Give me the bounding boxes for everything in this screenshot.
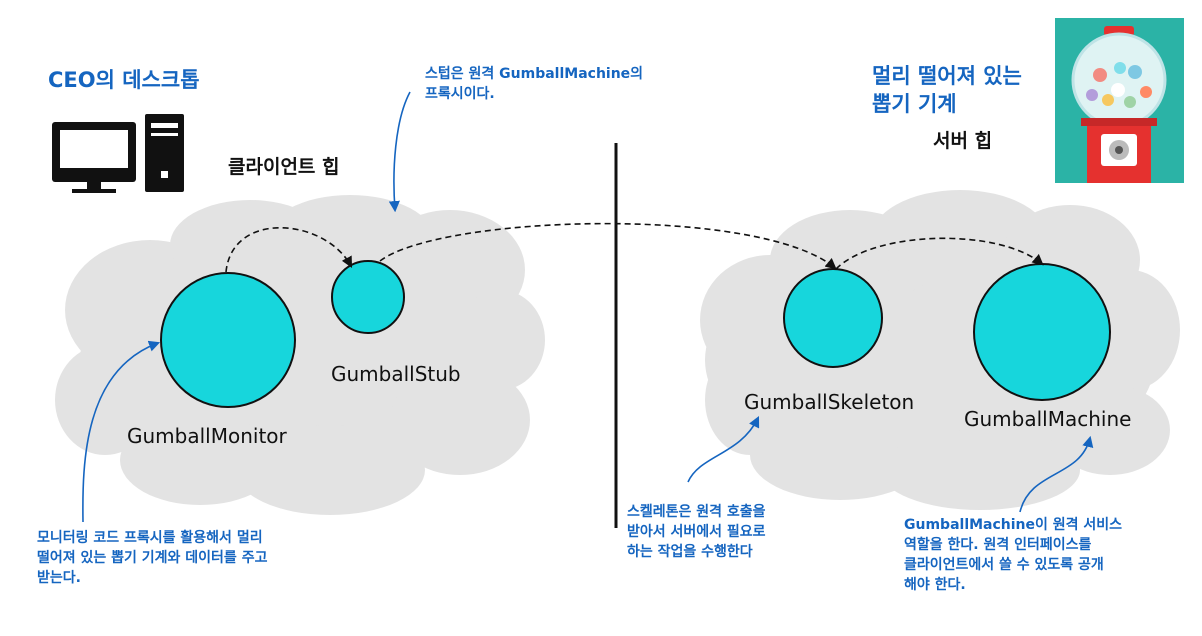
server-heap-label: 서버 힙 [933, 130, 993, 152]
machine-note-arrow [1019, 435, 1094, 513]
note-line: GumballMachine이 원격 서비스 [904, 517, 1123, 533]
gumball-monitor-node [160, 272, 296, 408]
monitor-note-arrow [82, 340, 161, 523]
note-line: 모니터링 코드 프록시를 활용해서 멀리 [37, 530, 263, 546]
machine-note: GumballMachine이 원격 서비스 역할을 한다. 원격 인터페이스를… [904, 515, 1122, 595]
note-line: 하는 작업을 수행한다 [627, 544, 753, 560]
server-title-line: 뽑기 기계 [872, 92, 957, 116]
gumball-machine-label: GumballMachine [964, 407, 1132, 431]
client-heap-cloud [55, 195, 545, 515]
note-line: 스텁은 원격 GumballMachine의 [425, 66, 644, 82]
note-line: 떨어져 있는 뽑기 기계와 데이터를 주고 [37, 550, 268, 566]
gumball-skeleton-label: GumballSkeleton [744, 390, 915, 414]
stub-note: 스텁은 원격 GumballMachine의 프록시이다. [425, 64, 643, 104]
note-line: 프록시이다. [425, 86, 495, 102]
client-heap-label: 클라이언트 힙 [228, 156, 340, 178]
note-line: 받는다. [37, 570, 81, 586]
skeleton-note: 스켈레톤은 원격 호출을 받아서 서버에서 필요로 하는 작업을 수행한다 [627, 502, 766, 562]
note-line: 해야 한다. [904, 577, 966, 593]
server-title-line: 멀리 떨어져 있는 [872, 64, 1022, 88]
client-title: CEO의 데스크톱 [48, 68, 200, 92]
server-title: 멀리 떨어져 있는 뽑기 기계 [872, 62, 1022, 118]
desktop-computer-icon [52, 114, 184, 193]
note-line: 역할을 한다. 원격 인터페이스를 [904, 537, 1092, 553]
gumball-stub-label: GumballStub [331, 362, 461, 386]
stub-to-skeleton-arrow [379, 222, 837, 270]
skeleton-to-machine-arrow [835, 237, 1044, 270]
gumball-skeleton-node [783, 268, 883, 368]
note-line: 스켈레톤은 원격 호출을 [627, 504, 766, 520]
monitor-note: 모니터링 코드 프록시를 활용해서 멀리 떨어져 있는 뽑기 기계와 데이터를 … [37, 528, 267, 588]
stub-note-arrow [388, 91, 411, 213]
gumball-monitor-label: GumballMonitor [127, 424, 287, 448]
note-line: 받아서 서버에서 필요로 [627, 524, 766, 540]
gumball-machine-icon [1055, 18, 1184, 183]
note-line: 클라이언트에서 쓸 수 있도록 공개 [904, 557, 1104, 573]
skeleton-note-arrow [687, 415, 760, 483]
monitor-to-stub-arrow [225, 227, 353, 273]
gumball-machine-node [973, 263, 1111, 401]
gumball-stub-node [331, 260, 405, 334]
